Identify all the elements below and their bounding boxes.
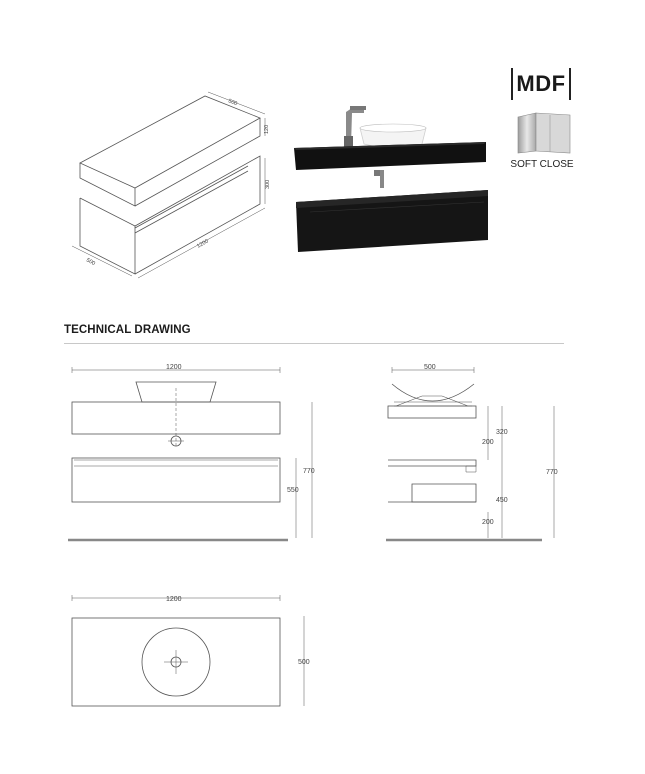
iso-height-drawer: 300 bbox=[265, 180, 271, 189]
side-dim-200-top-label: 200 bbox=[482, 439, 494, 446]
iso-width: 1200 bbox=[196, 239, 210, 250]
top-depth-label: 500 bbox=[298, 659, 310, 666]
front-view-drawing: 1200 770 550 bbox=[68, 364, 315, 542]
iso-depth-bottom: 500 bbox=[85, 257, 96, 267]
front-width-label: 1200 bbox=[166, 364, 182, 371]
top-view-drawing: 1200 500 bbox=[71, 595, 310, 707]
front-height-total-label: 770 bbox=[303, 468, 315, 475]
mdf-badge: MDF bbox=[511, 68, 571, 100]
soft-close-icon bbox=[517, 112, 571, 154]
top-width-label: 1200 bbox=[166, 596, 182, 603]
section-divider bbox=[64, 343, 564, 344]
side-view-drawing: 500 320 200 770 450 200 bbox=[386, 364, 558, 542]
isometric-drawing: 500 120 300 1200 500 bbox=[71, 91, 271, 279]
side-depth-label: 500 bbox=[424, 364, 436, 371]
mdf-label: MDF bbox=[516, 71, 566, 96]
section-title: TECHNICAL DRAWING bbox=[64, 324, 191, 336]
side-dim-200-bottom-label: 200 bbox=[482, 519, 494, 526]
product-render bbox=[294, 106, 488, 252]
iso-depth-top: 500 bbox=[227, 98, 238, 107]
front-height-unit-label: 550 bbox=[287, 487, 299, 494]
iso-thick-top: 120 bbox=[264, 125, 270, 134]
soft-close-label: SOFT CLOSE bbox=[510, 159, 574, 170]
side-dim-320-label: 320 bbox=[496, 429, 508, 436]
side-dim-450-label: 450 bbox=[496, 497, 508, 504]
side-dim-770-label: 770 bbox=[546, 469, 558, 476]
